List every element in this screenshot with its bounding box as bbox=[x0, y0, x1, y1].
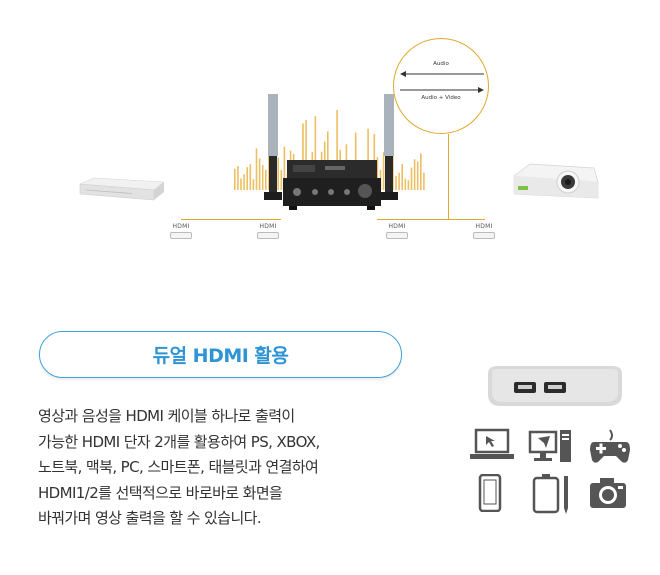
waveform-bar bbox=[305, 119, 307, 190]
callout-audio-label: Audio bbox=[433, 61, 449, 67]
waveform-bar bbox=[249, 164, 252, 190]
av-receiver-icon bbox=[283, 160, 381, 210]
waveform-bar bbox=[246, 167, 248, 190]
camera-icon bbox=[590, 478, 626, 508]
hdmi-port-icon bbox=[257, 232, 279, 239]
waveform-bar bbox=[314, 116, 317, 190]
arrow-left-icon bbox=[400, 71, 484, 77]
waveform-bar bbox=[243, 174, 245, 190]
tablet-icon bbox=[532, 474, 568, 514]
waveform-bar bbox=[407, 180, 410, 190]
connection-line bbox=[377, 219, 485, 220]
waveform-bar bbox=[413, 159, 416, 190]
waveform-bar bbox=[416, 161, 419, 190]
hdmi-port-icon bbox=[170, 232, 192, 239]
waveform-bar bbox=[420, 153, 422, 190]
waveform-bar bbox=[234, 168, 236, 190]
speaker-icon bbox=[380, 94, 398, 200]
connection-line bbox=[181, 219, 281, 220]
waveform-bar bbox=[261, 165, 264, 190]
projector-hdmi-ports-icon bbox=[488, 366, 622, 406]
waveform-bar bbox=[302, 123, 304, 190]
hdmi-port: HDMI bbox=[379, 223, 415, 239]
description-line: HDMI1/2를 선택적으로 바로바로 화면을 bbox=[38, 483, 283, 502]
waveform-bar bbox=[265, 169, 267, 190]
waveform-bar bbox=[240, 178, 242, 190]
waveform-bar bbox=[404, 178, 407, 190]
feature-title-badge: 듀얼 HDMI 활용 bbox=[39, 331, 402, 378]
gamepad-icon bbox=[590, 429, 630, 463]
waveform-bar bbox=[376, 157, 379, 190]
hdmi-port: HDMI bbox=[163, 223, 199, 239]
waveform-bar bbox=[280, 170, 283, 190]
signal-callout: Audio Audio + Video bbox=[393, 38, 489, 134]
waveform-bar bbox=[252, 179, 255, 190]
waveform-bar bbox=[398, 172, 400, 190]
feature-title: 듀얼 HDMI 활용 bbox=[152, 345, 289, 367]
connection-line bbox=[448, 134, 449, 220]
arrow-right-icon bbox=[400, 87, 484, 93]
description-line: 바꿔가며 영상 출력을 할 수 있습니다. bbox=[38, 509, 262, 527]
waveform-bar bbox=[395, 176, 397, 190]
smartphone-icon bbox=[478, 474, 502, 512]
waveform-bar bbox=[336, 110, 338, 190]
hdmi-port: HDMI bbox=[250, 223, 286, 239]
speaker-icon bbox=[264, 94, 282, 200]
waveform-bar bbox=[401, 164, 403, 190]
waveform-bar bbox=[423, 172, 425, 190]
hdmi-port-icon bbox=[386, 232, 408, 239]
waveform-bar bbox=[237, 166, 239, 190]
waveform-bar bbox=[283, 146, 286, 190]
waveform-bar bbox=[255, 148, 258, 190]
projector-icon bbox=[513, 163, 599, 199]
description-line: 영상과 음성을 HDMI 케이블 하나로 출력이 bbox=[38, 407, 295, 425]
waveform-bar bbox=[277, 157, 279, 190]
waveform-bar bbox=[268, 147, 270, 190]
hdmi-port-icon bbox=[473, 232, 495, 239]
feature-description: 영상과 음성을 HDMI 케이블 하나로 출력이 가능한 HDMI 단자 2개를… bbox=[38, 404, 418, 532]
hdmi-port: HDMI bbox=[466, 223, 502, 239]
player-icon bbox=[79, 177, 164, 201]
waveform-bar bbox=[410, 167, 413, 190]
description-line: 가능한 HDMI 단자 2개를 활용하여 PS, XBOX, bbox=[38, 432, 320, 451]
compatible-devices bbox=[462, 360, 637, 520]
desktop-pc-icon bbox=[528, 430, 571, 462]
description-line: 노트북, 맥북, PC, 스마트폰, 태블릿과 연결하여 bbox=[38, 458, 319, 476]
callout-audio-video-label: Audio + Video bbox=[421, 95, 461, 101]
waveform-bar bbox=[258, 158, 261, 190]
laptop-icon bbox=[470, 428, 514, 459]
waveform-bar bbox=[367, 128, 369, 190]
connection-diagram: HDMI HDMI HDMI HDMI Audio Audio + Video bbox=[0, 0, 660, 260]
waveform-bar bbox=[382, 152, 385, 190]
